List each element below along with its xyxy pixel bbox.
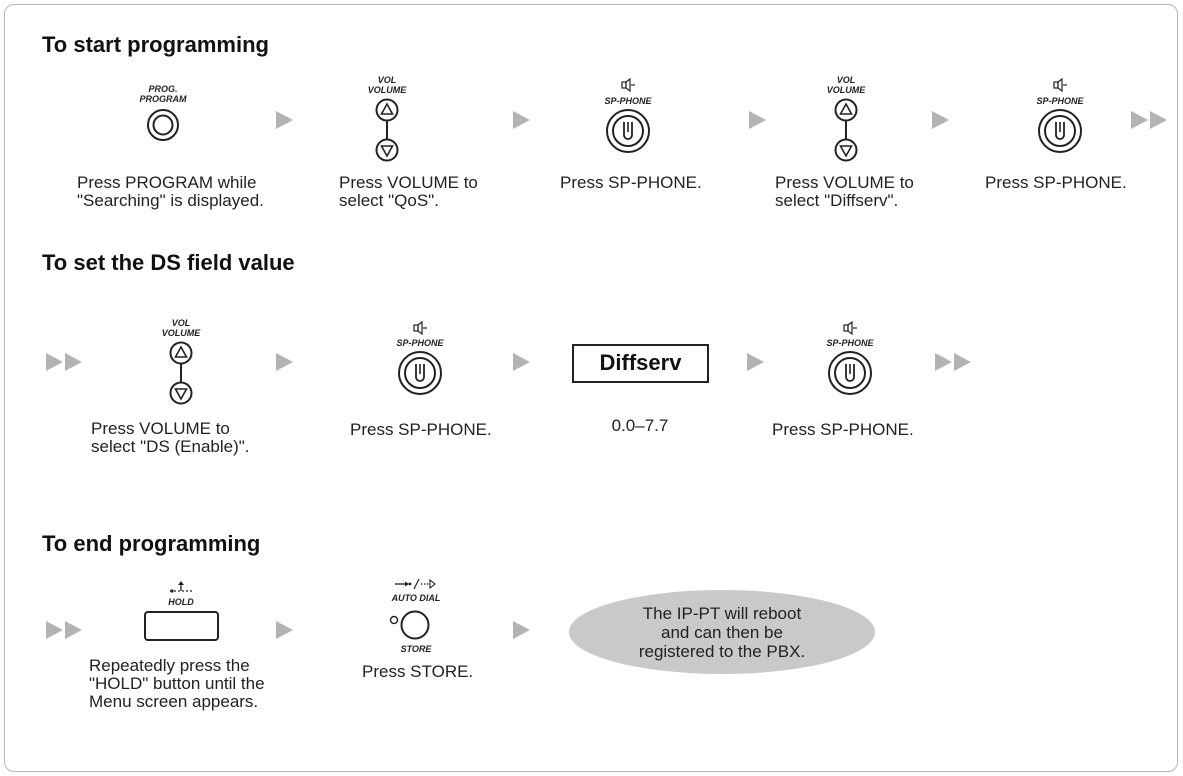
speaker-icon (413, 321, 427, 335)
display-diffserv: Diffserv (572, 344, 709, 383)
section-title-end: To end programming (42, 531, 261, 556)
step-caption: Press SP-PHONE. (560, 173, 702, 192)
hold-button-label: HOLD (168, 597, 194, 607)
diagram-frame (4, 4, 1178, 772)
continue-arrow (1131, 111, 1171, 129)
store-label: STORE (400, 644, 432, 654)
step-caption: Press PROGRAM while "Searching" is displ… (77, 173, 264, 210)
step-caption: Press STORE. (362, 662, 474, 681)
step-caption: Press VOLUME to select "DS (Enable)". (91, 419, 250, 456)
sp-phone-button-label: SP-PHONE (604, 96, 652, 106)
auto-dial-icon (395, 578, 436, 590)
hold-button-icon (144, 611, 219, 641)
reboot-note: The IP-PT will reboot and can then be re… (569, 590, 875, 674)
step-caption: Press SP-PHONE. (985, 173, 1127, 192)
next-arrow (513, 353, 530, 371)
hold-icon (170, 581, 192, 593)
continue-arrow (46, 621, 86, 639)
continue-arrow (935, 353, 975, 371)
sp-phone-button-label: SP-PHONE (1036, 96, 1084, 106)
volume-button-label: VOL VOLUME (161, 318, 201, 338)
volume-button-icon (375, 98, 399, 162)
step-caption: Repeatedly press the "HOLD" button until… (89, 656, 265, 711)
next-arrow (276, 111, 293, 129)
step-caption: Press SP-PHONE. (350, 420, 492, 439)
next-arrow (513, 621, 530, 639)
step-caption: Press SP-PHONE. (772, 420, 914, 439)
speaker-icon (621, 78, 635, 92)
volume-button-icon (169, 341, 193, 405)
volume-button-label: VOL VOLUME (826, 75, 866, 95)
next-arrow (747, 353, 764, 371)
volume-button-label: VOL VOLUME (367, 75, 407, 95)
sp-phone-button-icon (828, 351, 872, 395)
next-arrow (276, 353, 293, 371)
volume-button-icon (834, 98, 858, 162)
sp-phone-button-icon (606, 109, 650, 153)
auto-dial-label: AUTO DIAL (391, 593, 441, 603)
store-button-icon (389, 610, 430, 640)
sp-phone-button-icon (1038, 109, 1082, 153)
next-arrow (276, 621, 293, 639)
value-range: 0.0–7.7 (611, 416, 669, 435)
next-arrow (932, 111, 949, 129)
section-title-ds: To set the DS field value (42, 250, 295, 275)
section-title-start: To start programming (42, 32, 269, 57)
sp-phone-button-icon (398, 351, 442, 395)
sp-phone-button-label: SP-PHONE (826, 338, 874, 348)
speaker-icon (843, 321, 857, 335)
step-caption: Press VOLUME to select "QoS". (339, 173, 478, 210)
continue-arrow (46, 353, 86, 371)
next-arrow (513, 111, 530, 129)
speaker-icon (1053, 78, 1067, 92)
next-arrow (749, 111, 766, 129)
program-button-label: PROG. PROGRAM (139, 84, 187, 104)
program-button-icon (147, 109, 179, 141)
step-caption: Press VOLUME to select "Diffserv". (775, 173, 914, 210)
sp-phone-button-label: SP-PHONE (396, 338, 444, 348)
